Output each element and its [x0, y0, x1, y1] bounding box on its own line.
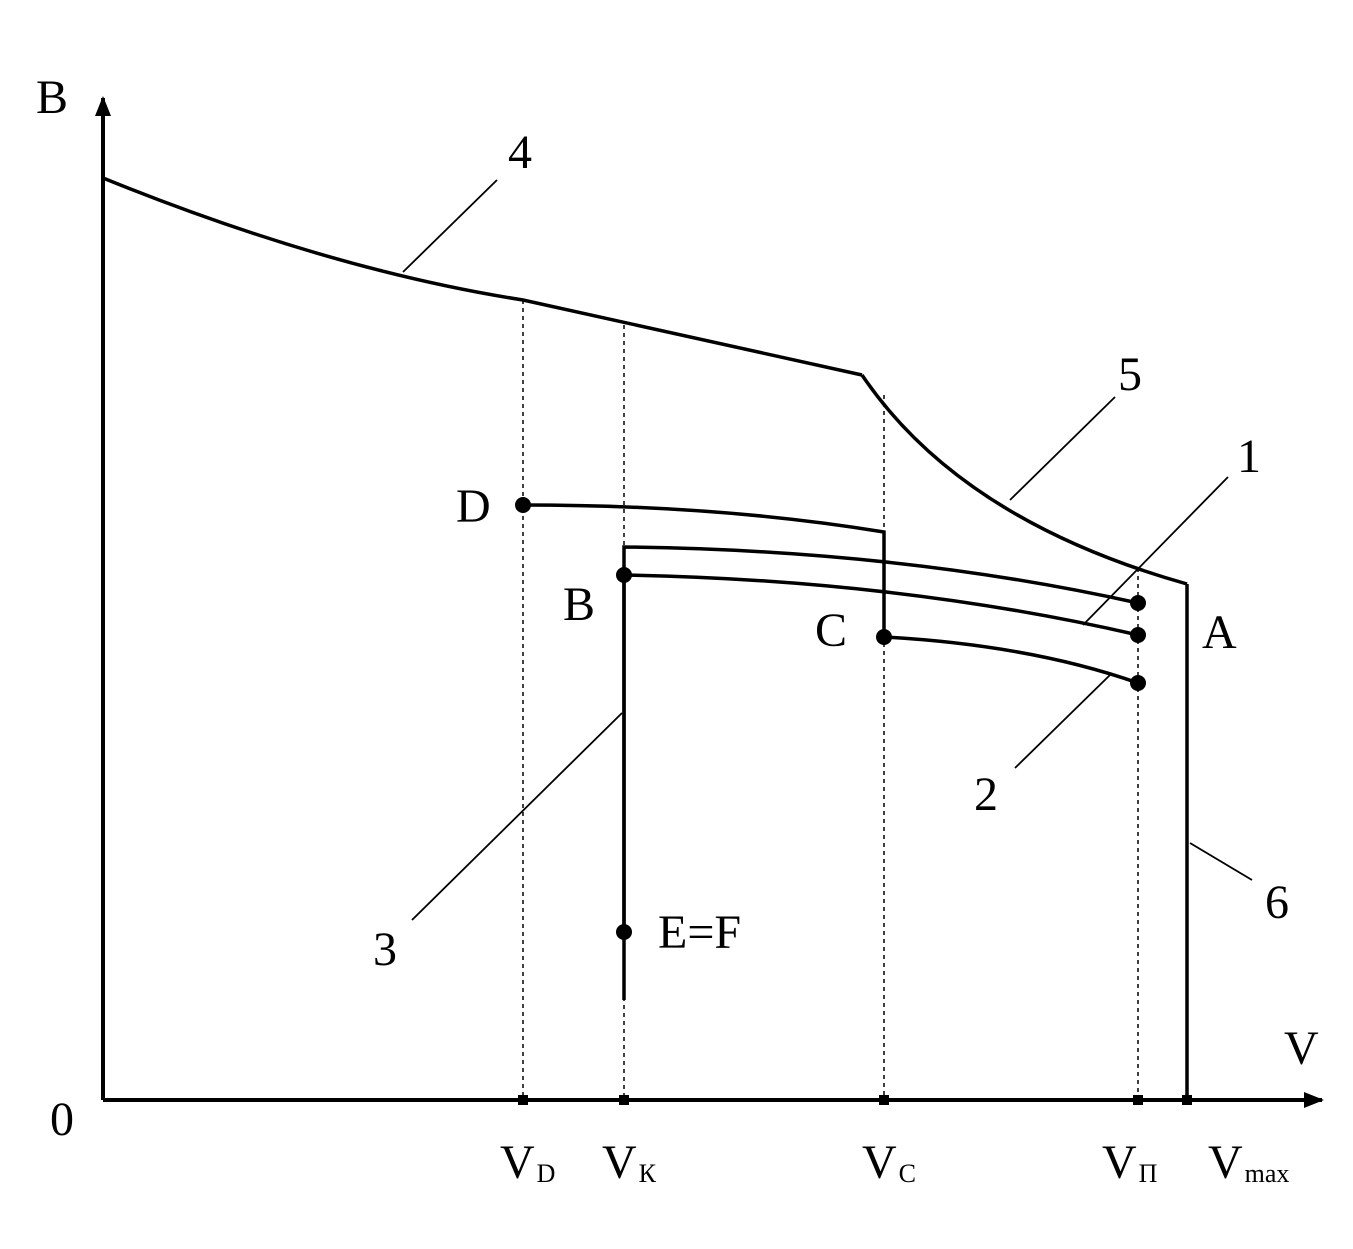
y-axis-label: B — [36, 71, 68, 124]
leader-4 — [402, 179, 498, 273]
label-curve-4: 4 — [508, 126, 532, 179]
tick-labels: VD VК VС VП Vmax — [500, 1136, 1289, 1189]
curve-2 — [883, 635, 1139, 685]
point-ef — [616, 924, 632, 940]
point-d — [515, 497, 531, 513]
tick-label-vk: VК — [602, 1136, 657, 1189]
point-vp-low — [1130, 675, 1146, 691]
leader-3 — [411, 712, 623, 921]
axis-ticks — [518, 1095, 1192, 1105]
tick-vk — [619, 1095, 629, 1105]
label-a: A — [1202, 606, 1237, 659]
guide-lines — [522, 300, 1139, 1100]
tick-vmax — [1182, 1095, 1192, 1105]
tick-label-vmax-sub: max — [1245, 1159, 1290, 1188]
label-c: C — [815, 604, 847, 657]
points — [515, 497, 1146, 940]
leader-lines — [402, 179, 1253, 921]
point-vp-mid — [1130, 627, 1146, 643]
tick-label-vp-main: V — [1102, 1136, 1137, 1189]
tick-label-vd: VD — [500, 1136, 555, 1189]
leader-1 — [1082, 476, 1229, 626]
tick-label-vd-sub: D — [537, 1159, 556, 1188]
origin-label: 0 — [50, 1093, 74, 1146]
x-axis-label: V — [1284, 1022, 1319, 1075]
tick-vc — [879, 1095, 889, 1105]
tick-vd — [518, 1095, 528, 1105]
tick-label-vmax: Vmax — [1208, 1136, 1289, 1189]
point-b — [616, 567, 632, 583]
tick-label-vmax-main: V — [1208, 1136, 1243, 1189]
label-curve-6: 6 — [1265, 876, 1289, 929]
curve-4 — [102, 176, 863, 377]
tick-label-vp-sub: П — [1139, 1159, 1158, 1188]
label-b: B — [563, 578, 595, 631]
tick-label-vc: VС — [862, 1136, 916, 1189]
label-ef: E=F — [658, 906, 741, 959]
tick-label-vk-sub: К — [639, 1159, 657, 1188]
label-curve-5: 5 — [1118, 348, 1142, 401]
tick-vp — [1133, 1095, 1143, 1105]
tick-label-vk-main: V — [602, 1136, 637, 1189]
tick-label-vp: VП — [1102, 1136, 1158, 1189]
leader-5 — [1009, 396, 1116, 501]
tick-label-vd-main: V — [500, 1136, 535, 1189]
tick-label-vc-main: V — [862, 1136, 897, 1189]
curve-5 — [860, 374, 1188, 586]
curve-top-bk — [622, 545, 1139, 1000]
tick-label-vc-sub: С — [899, 1159, 916, 1188]
curve-dc — [522, 503, 886, 637]
label-d: D — [456, 480, 491, 533]
leader-6 — [1189, 842, 1253, 881]
label-curve-1: 1 — [1237, 430, 1261, 483]
curve-1 — [623, 573, 1139, 637]
label-curve-3: 3 — [373, 923, 397, 976]
point-vp-top — [1130, 595, 1146, 611]
leader-2 — [1014, 674, 1111, 769]
label-curve-2: 2 — [974, 768, 998, 821]
point-c — [876, 629, 892, 645]
